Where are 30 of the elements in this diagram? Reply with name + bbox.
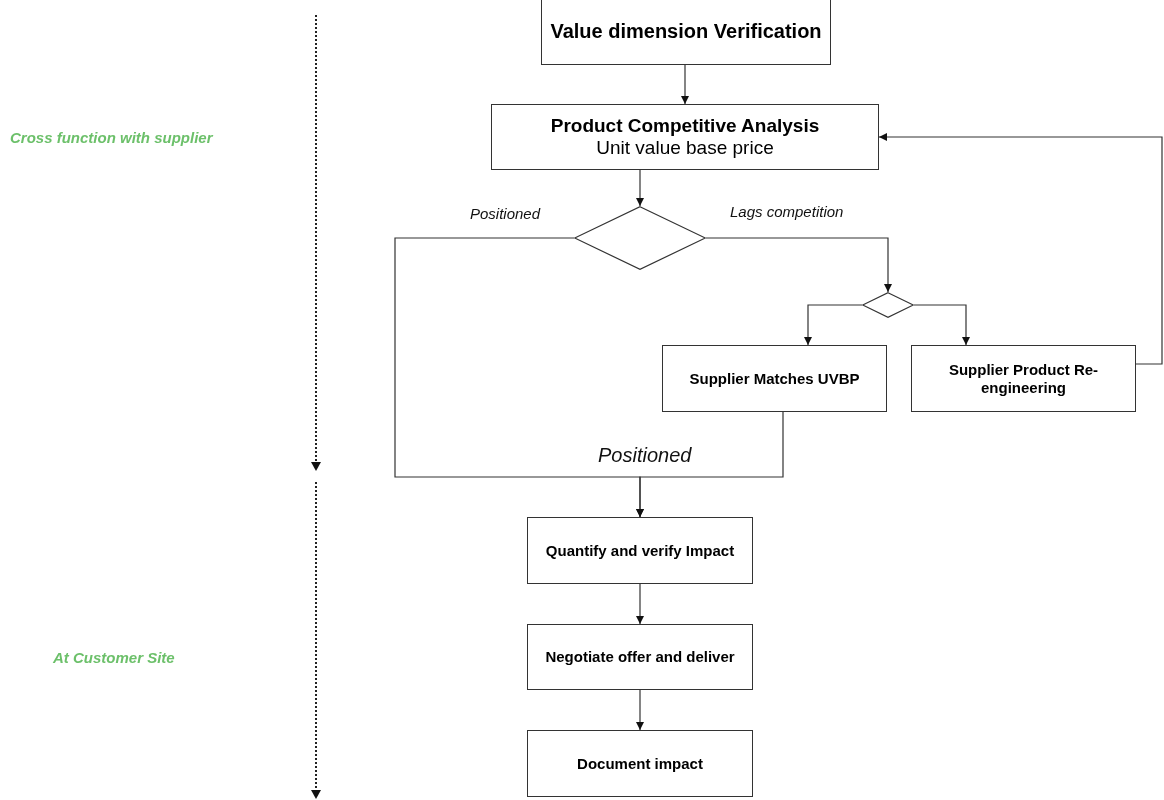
box-text: Quantify and verify Impact bbox=[545, 541, 735, 560]
process-box bbox=[911, 345, 1136, 412]
arrow bbox=[705, 237, 892, 293]
box-heading: Product Competitive Analysis bbox=[550, 115, 820, 137]
phase-label: At Customer Site bbox=[53, 649, 175, 666]
edge-label: Lags competition bbox=[730, 203, 844, 220]
arrow bbox=[681, 64, 689, 105]
process-box bbox=[662, 345, 887, 412]
process-box bbox=[527, 517, 753, 584]
box-text: Negotiate offer and deliver bbox=[545, 648, 735, 666]
arrow bbox=[636, 583, 644, 625]
process-box bbox=[527, 730, 753, 797]
box-text: Unit value base price bbox=[596, 137, 774, 159]
box-text: Supplier Matches UVBP bbox=[689, 369, 860, 388]
edge-label: Positioned bbox=[470, 205, 541, 222]
process-box bbox=[491, 104, 879, 170]
arrow bbox=[636, 169, 644, 207]
arrow bbox=[878, 133, 1163, 365]
decision-diamond bbox=[574, 206, 706, 270]
box-text: Document impact bbox=[577, 754, 703, 773]
arrow bbox=[804, 304, 863, 346]
box-text: Supplier Product Re-engineering bbox=[947, 361, 1100, 396]
arrow bbox=[913, 304, 970, 346]
process-box bbox=[541, 0, 831, 65]
decision-diamond bbox=[862, 292, 914, 318]
arrow bbox=[636, 689, 644, 731]
phase-label: Cross function with supplier bbox=[10, 129, 213, 146]
process-box bbox=[527, 624, 753, 690]
box-text: Value dimension Verification bbox=[550, 20, 822, 43]
arrow bbox=[636, 411, 784, 518]
